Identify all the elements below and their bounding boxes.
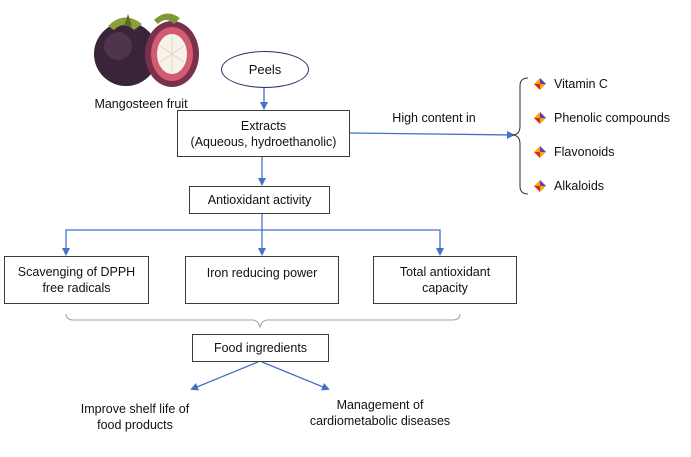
food-label: Food ingredients	[213, 341, 308, 355]
compound-label: Vitamin C	[554, 77, 608, 91]
shelf-line2: food products	[97, 418, 173, 432]
fruit-label: Mangosteen fruit	[94, 97, 188, 111]
dpph-line1: Scavenging of DPPH	[17, 265, 136, 279]
arrow-right-branch	[262, 229, 444, 256]
arrow-food-mgmt	[261, 361, 330, 391]
compound-item: Flavonoids	[534, 144, 614, 160]
antioxidant-label: Antioxidant activity	[207, 193, 312, 207]
arrow-extracts-compounds	[349, 130, 515, 139]
dpph-box: Scavenging of DPPH free radicals	[4, 256, 149, 304]
compound-item: Vitamin C	[534, 76, 608, 92]
brace-compounds	[511, 77, 529, 195]
tac-box: Total antioxidant capacity	[373, 256, 517, 304]
compound-label: Alkaloids	[554, 179, 605, 193]
tac-line1: Total antioxidant	[399, 265, 491, 279]
high-content-label: High content in	[392, 111, 476, 125]
tac-line2: capacity	[422, 281, 468, 295]
dpph-line2: free radicals	[42, 281, 111, 295]
compound-label: Phenolic compounds	[554, 111, 671, 125]
extracts-title: Extracts	[240, 118, 287, 133]
arrow-food-shelf	[190, 361, 259, 391]
shelf-life-outcome: Improve shelf life of food products	[55, 401, 215, 433]
colored-diamond-bullet-icon	[534, 146, 546, 158]
iron-box: Iron reducing power	[185, 256, 339, 304]
colored-diamond-bullet-icon	[534, 180, 546, 192]
brace-merge	[65, 313, 461, 329]
arrow-left-branch	[62, 229, 262, 256]
shelf-line1: Improve shelf life of	[80, 402, 190, 416]
extracts-box: Extracts (Aqueous, hydroethanolic)	[177, 110, 350, 157]
extracts-subtitle: (Aqueous, hydroethanolic)	[190, 134, 337, 149]
antioxidant-box: Antioxidant activity	[189, 186, 330, 214]
compound-item: Alkaloids	[534, 178, 604, 194]
peels-node: Peels	[221, 51, 309, 88]
mangosteen-fruit-image	[94, 13, 199, 87]
mgmt-line1: Management of	[336, 398, 424, 412]
food-box: Food ingredients	[192, 334, 329, 362]
cardiometabolic-outcome: Management of cardiometabolic diseases	[290, 397, 470, 429]
peels-label: Peels	[248, 62, 282, 77]
compound-item: Phenolic compounds	[534, 110, 670, 126]
mgmt-line2: cardiometabolic diseases	[309, 414, 451, 428]
iron-label: Iron reducing power	[206, 266, 318, 280]
colored-diamond-bullet-icon	[534, 78, 546, 90]
colored-diamond-bullet-icon	[534, 112, 546, 124]
compound-label: Flavonoids	[554, 145, 615, 159]
